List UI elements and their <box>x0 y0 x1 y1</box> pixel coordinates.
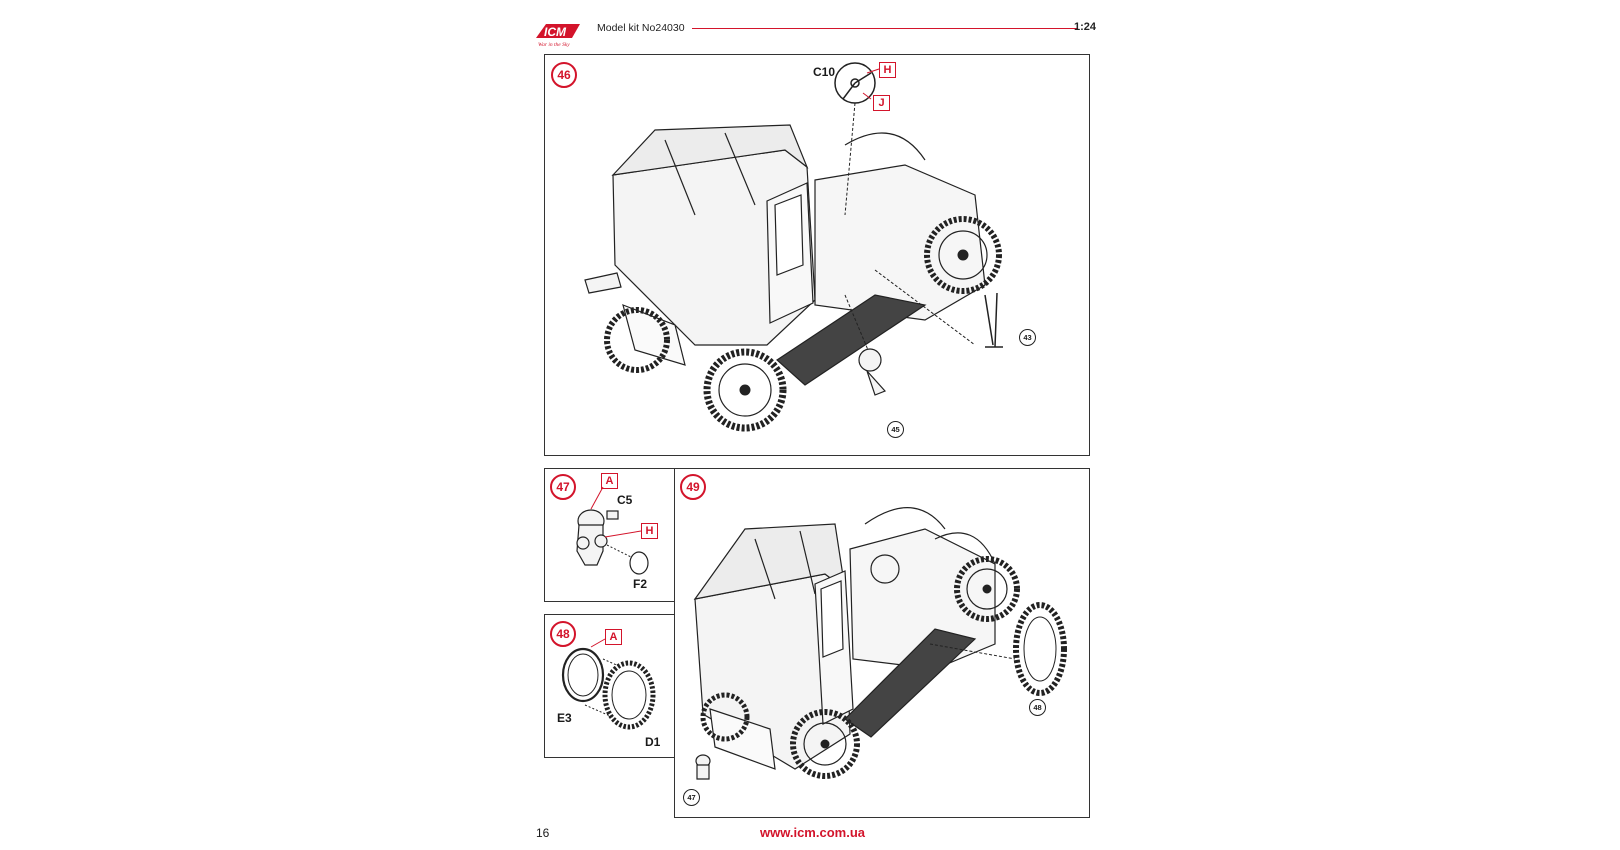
svg-text:ICM: ICM <box>544 25 567 39</box>
kit-scale: 1:24 <box>1074 21 1097 33</box>
paint-code-a: A <box>601 473 618 489</box>
icm-logo: ICM War in the Sky <box>532 20 584 48</box>
step-46-panel: 46 <box>544 54 1090 456</box>
step-number: 49 <box>680 474 706 500</box>
step-48-illustration <box>561 638 656 730</box>
page-number: 16 <box>536 826 550 840</box>
step-47-panel: 47 A C5 H F2 <box>544 468 676 602</box>
step-ref-47: 47 <box>683 789 700 806</box>
paint-code-h: H <box>641 523 658 539</box>
part-label-f2: F2 <box>633 577 648 591</box>
step-49-illustration <box>693 507 1067 780</box>
part-label-c5: C5 <box>617 493 633 507</box>
paint-code-j: J <box>873 95 890 111</box>
step-48-panel: 48 A E3 D1 <box>544 614 676 758</box>
part-label-d1: D1 <box>645 735 661 749</box>
model-kit-number: Model kit No24030 <box>597 22 685 34</box>
header-rule <box>692 28 1077 29</box>
step-number: 47 <box>550 474 576 500</box>
part-label-e3: E3 <box>557 711 572 725</box>
paint-code-h: H <box>879 62 896 78</box>
step-number: 48 <box>550 621 576 647</box>
step-ref-45: 45 <box>887 421 904 438</box>
website-link[interactable]: www.icm.com.ua <box>760 825 865 840</box>
step-number: 46 <box>551 62 577 88</box>
step-49-panel: 49 <box>674 468 1090 818</box>
svg-text:War in the Sky: War in the Sky <box>538 42 570 48</box>
step-ref-48: 48 <box>1029 699 1046 716</box>
step-46-illustration <box>584 62 1003 432</box>
step-ref-43: 43 <box>1019 329 1036 346</box>
icm-logo-mark: ICM War in the Sky <box>536 24 580 48</box>
paint-code-a: A <box>605 629 622 645</box>
step-47-illustration <box>576 486 649 575</box>
part-label-c10: C10 <box>813 65 836 79</box>
